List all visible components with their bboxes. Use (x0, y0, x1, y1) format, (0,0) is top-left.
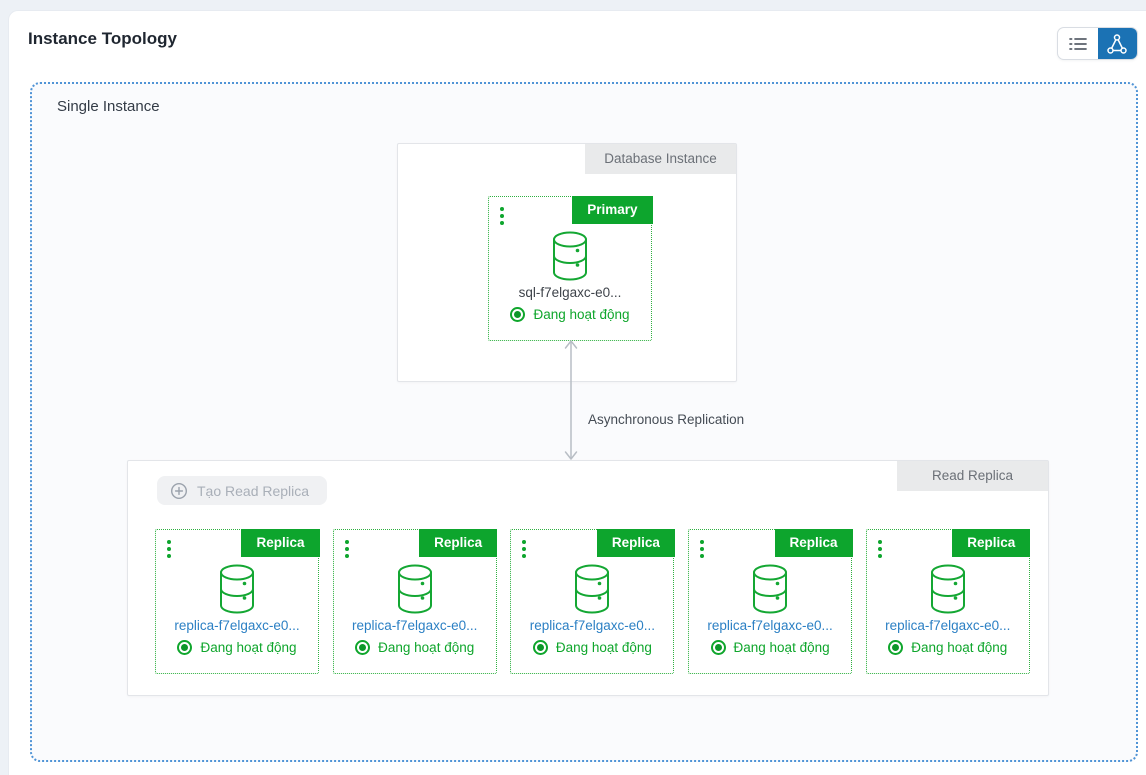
topology-icon (1107, 33, 1127, 54)
replica-node-card: Replica replica-f7elgaxc-e0... Đang hoạt… (688, 528, 853, 674)
replica-node-card: Replica replica-f7elgaxc-e0... Đang hoạt… (155, 528, 320, 674)
active-status-icon (710, 640, 726, 655)
database-icon (397, 564, 432, 614)
status-row: Đang hoạt động (689, 640, 851, 655)
read-replica-box: Read Replica Tạo Read Replica Replica re… (127, 460, 1049, 696)
database-icon (220, 564, 254, 614)
active-status-icon (532, 640, 548, 655)
plus-circle-icon (170, 482, 188, 499)
database-icon (553, 231, 587, 281)
node-role-badge: Replica (419, 528, 498, 557)
replica-node-card: Replica replica-f7elgaxc-e0... Đang hoạt… (510, 528, 675, 674)
status-label: Đang hoạt động (911, 640, 1008, 655)
status-row: Đang hoạt động (511, 640, 673, 655)
active-status-icon (888, 640, 904, 655)
kebab-menu-icon[interactable] (165, 538, 173, 560)
list-view-button[interactable] (1058, 28, 1098, 59)
view-toggle (1057, 27, 1138, 60)
primary-node-card: Primary sql-f7elgaxc-e0... Đang hoạt độn… (488, 195, 653, 341)
status-row: Đang hoạt động (489, 307, 651, 322)
replication-label: Asynchronous Replication (588, 412, 745, 427)
active-status-icon (510, 307, 526, 322)
page-title: Instance Topology (28, 29, 177, 48)
zone-label: Single Instance (57, 98, 160, 115)
topology-view-button[interactable] (1097, 28, 1137, 59)
replica-node-card: Replica replica-f7elgaxc-e0... Đang hoạt… (332, 528, 498, 674)
replication-arrow (564, 340, 578, 460)
replica-row: Replica replica-f7elgaxc-e0... Đang hoạt… (155, 528, 1031, 674)
status-label: Đang hoạt động (533, 307, 630, 322)
node-role-badge: Primary (572, 195, 653, 224)
list-icon (1068, 37, 1087, 50)
status-row: Đang hoạt động (334, 640, 496, 655)
node-role-badge: Replica (774, 528, 853, 557)
replica-node-card: Replica replica-f7elgaxc-e0... Đang hoạt… (865, 528, 1031, 674)
kebab-menu-icon[interactable] (698, 538, 706, 560)
kebab-menu-icon[interactable] (343, 538, 351, 560)
status-label: Đang hoạt động (733, 640, 830, 655)
database-instance-box: Database Instance Primary sql-f7elgaxc-e… (397, 143, 737, 382)
active-status-icon (177, 640, 193, 655)
database-icon (930, 564, 965, 614)
kebab-menu-icon[interactable] (876, 538, 884, 560)
node-name-link[interactable]: replica-f7elgaxc-e0... (707, 618, 833, 633)
database-instance-tab: Database Instance (585, 144, 736, 174)
node-name-link[interactable]: replica-f7elgaxc-e0... (352, 618, 478, 633)
node-name-link[interactable]: replica-f7elgaxc-e0... (174, 618, 300, 633)
status-row: Đang hoạt động (867, 640, 1029, 655)
status-row: Đang hoạt động (156, 640, 318, 655)
database-icon (753, 564, 788, 614)
kebab-menu-icon[interactable] (498, 205, 506, 227)
create-read-replica-label: Tạo Read Replica (197, 482, 310, 499)
node-role-badge: Replica (596, 528, 675, 557)
status-label: Đang hoạt động (555, 640, 652, 655)
node-role-badge: Replica (952, 528, 1031, 557)
kebab-menu-icon[interactable] (520, 538, 528, 560)
node-name: sql-f7elgaxc-e0... (518, 285, 622, 300)
node-role-badge: Replica (241, 528, 320, 557)
node-name-link[interactable]: replica-f7elgaxc-e0... (529, 618, 656, 633)
node-name-link[interactable]: replica-f7elgaxc-e0... (885, 618, 1011, 633)
status-label: Đang hoạt động (378, 640, 475, 655)
status-label: Đang hoạt động (200, 640, 297, 655)
active-status-icon (355, 640, 371, 655)
create-read-replica-button[interactable]: Tạo Read Replica (157, 476, 328, 505)
read-replica-tab: Read Replica (897, 461, 1048, 491)
database-icon (575, 564, 610, 614)
